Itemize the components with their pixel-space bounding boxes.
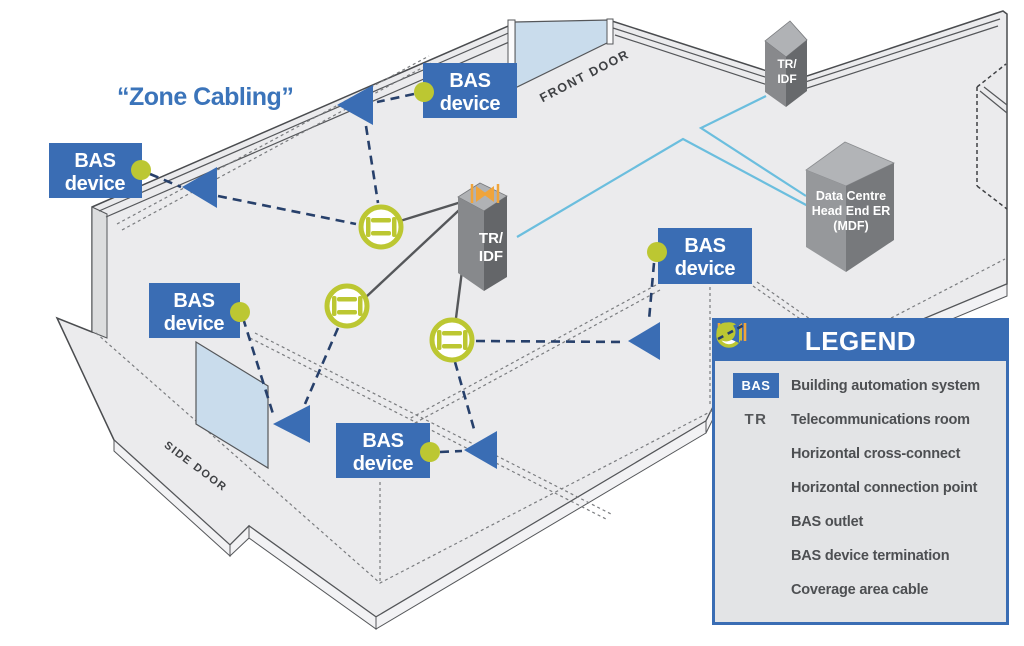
- coverage-boundary: [752, 285, 817, 331]
- legend-label: Telecommunications room: [791, 411, 970, 428]
- bas-device-label: BAS: [449, 70, 490, 92]
- coverage-cable: [241, 317, 276, 418]
- bas-device-label: device: [65, 173, 126, 195]
- coverage-cable: [217, 194, 357, 226]
- coverage-cable: [647, 262, 656, 321]
- tower-label: TR/: [777, 57, 797, 71]
- tower-label: TR/: [479, 230, 504, 247]
- diagram-title: “Zone Cabling”: [117, 83, 293, 111]
- backbone-cable: [516, 137, 809, 238]
- tr-idf-tower-centre: TR/ IDF: [457, 182, 508, 291]
- bas-outlet-icon: [628, 322, 660, 360]
- legend-body: BAS Building automation system TR Teleco…: [715, 322, 1006, 602]
- bas-device-box: BAS device: [658, 228, 752, 284]
- coverage-boundary: [121, 61, 434, 231]
- bas-device-box: BAS device: [423, 63, 517, 118]
- front-door-post: [606, 18, 614, 45]
- tr-idf-tower-top: TR/ IDF: [764, 20, 808, 107]
- legend-row: Horizontal connection point: [716, 322, 998, 500]
- backbone-cable: [698, 95, 807, 197]
- connection-point-icon: [429, 317, 475, 363]
- legend-row: TR Telecommunications room: [729, 407, 998, 432]
- bas-device-label: BAS: [362, 430, 403, 452]
- termination-dot-icon: [230, 302, 250, 322]
- coverage-cable: [376, 92, 415, 104]
- data-centre-tower: Data Centre Head End ER (MDF): [805, 141, 895, 272]
- bas-device-label: BAS: [173, 290, 214, 312]
- bas-device-box: BAS device: [149, 283, 240, 338]
- tower-label: Head End ER: [812, 204, 891, 218]
- bas-device-box: BAS device: [49, 143, 142, 198]
- legend-row: BAS device termination: [716, 322, 998, 568]
- coverage-boundary: [412, 289, 661, 425]
- termination-dot-icon: [131, 160, 151, 180]
- legend-label: Building automation system: [791, 377, 980, 394]
- legend-row: Horizontal cross-connect: [717, 322, 998, 466]
- tr-text-icon: TR: [729, 411, 783, 428]
- bas-outlet-icon: [273, 405, 310, 443]
- coverage-cable: [364, 125, 380, 204]
- bas-device-box: BAS device: [336, 423, 430, 478]
- coverage-cable: [475, 339, 627, 344]
- legend-title: LEGEND: [715, 321, 1006, 361]
- connection-point-icon: [324, 283, 370, 329]
- coverage-cable: [149, 172, 182, 189]
- tower-label: IDF: [777, 72, 796, 86]
- legend-label: BAS device termination: [791, 547, 950, 564]
- cross-connect-icon: [470, 184, 500, 203]
- tower-label: IDF: [479, 248, 503, 265]
- bas-device-label: device: [675, 258, 736, 280]
- termination-dot-icon: [647, 242, 667, 262]
- tower-label: Data Centre: [816, 189, 886, 203]
- bas-chip-icon: BAS: [729, 373, 783, 398]
- legend-panel: LEGEND BAS Building automation system TR…: [712, 318, 1009, 625]
- horizontal-cable: [365, 198, 472, 298]
- dashed-room-edge: [983, 86, 1008, 106]
- connection-point-icon: [358, 204, 404, 250]
- coverage-cable: [453, 361, 476, 430]
- legend-row: Coverage area cable: [717, 323, 998, 602]
- legend-label: Coverage area cable: [791, 581, 929, 598]
- coverage-cable: [439, 449, 463, 454]
- termination-dot-icon: [414, 82, 434, 102]
- coverage-boundary: [756, 281, 821, 327]
- bas-device-label: BAS: [74, 150, 115, 172]
- coverage-boundary: [408, 284, 657, 420]
- coverage-boundary: [116, 55, 430, 225]
- legend-label: Horizontal cross-connect: [791, 445, 961, 462]
- legend-label: BAS outlet: [791, 513, 864, 530]
- bas-device-label: device: [164, 313, 225, 335]
- termination-dot-icon: [420, 442, 440, 462]
- left-wall-face: [91, 206, 108, 339]
- tower-label: (MDF): [833, 219, 868, 233]
- bas-outlet-icon: [182, 167, 217, 208]
- bas-device-label: device: [440, 93, 501, 115]
- legend-row: BAS Building automation system: [729, 373, 998, 398]
- coverage-boundary: [254, 332, 612, 515]
- bas-chip-label: BAS: [733, 373, 779, 398]
- bas-outlet-icon: [464, 431, 497, 469]
- dashed-room-outline: [976, 63, 1008, 210]
- side-door-panel: [195, 340, 269, 470]
- legend-row: BAS outlet: [717, 323, 998, 534]
- legend-label: Horizontal connection point: [791, 479, 978, 496]
- bas-device-label: device: [353, 453, 414, 475]
- bas-outlet-icon: [337, 85, 373, 125]
- bas-device-label: BAS: [684, 235, 725, 257]
- dashed-room-edge: [979, 90, 1008, 114]
- tr-glyph-label: TR: [744, 411, 768, 428]
